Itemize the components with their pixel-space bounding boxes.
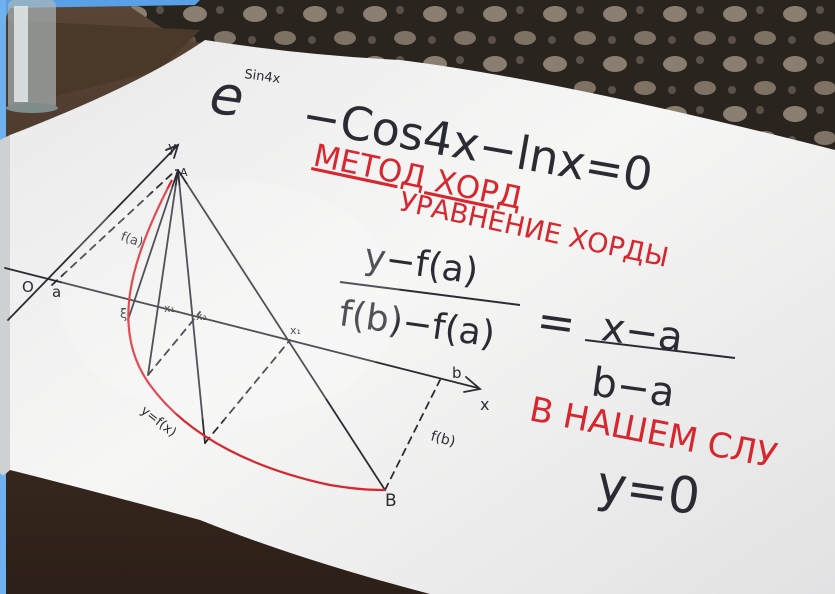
dash-x3 bbox=[204, 339, 291, 444]
label-a-point: A bbox=[180, 166, 188, 179]
label-a-axis: a bbox=[52, 283, 61, 301]
formula-right-denominator: b−a bbox=[589, 359, 678, 416]
red-function-curve bbox=[127, 179, 386, 492]
label-b-axis: b bbox=[452, 364, 462, 382]
formula-left-bar bbox=[339, 281, 521, 306]
paper-sheet bbox=[10, 40, 835, 594]
fb-dashed-line bbox=[384, 379, 441, 491]
chord-a-x1 bbox=[147, 169, 179, 376]
glass-object bbox=[6, 0, 58, 113]
label-x1: x₁ bbox=[164, 302, 175, 315]
chord-a-x2 bbox=[177, 169, 206, 444]
label-x3: x₁ bbox=[290, 324, 301, 337]
x-axis-line bbox=[4, 267, 479, 389]
case-equation: y=0 bbox=[593, 454, 703, 526]
graph bbox=[4, 143, 483, 491]
label-origin: O bbox=[22, 278, 34, 296]
x-axis-arrow bbox=[463, 376, 483, 393]
light-glare bbox=[60, 180, 400, 420]
equation-exponent: Sin4x bbox=[243, 67, 281, 87]
chord-a-b bbox=[177, 169, 386, 491]
paper-edge bbox=[0, 135, 10, 475]
dash-x2 bbox=[147, 311, 201, 376]
chord-a-curve bbox=[127, 169, 179, 321]
fa-dashed-line bbox=[51, 169, 177, 286]
label-x2: x₂ bbox=[196, 310, 207, 323]
label-x: x bbox=[480, 395, 489, 414]
label-xi: ξ bbox=[120, 307, 127, 322]
formula-right-bar bbox=[584, 339, 736, 359]
label-fb: f(b) bbox=[429, 428, 457, 450]
y-axis-arrow bbox=[165, 143, 180, 159]
label-y: y bbox=[168, 140, 176, 156]
formula-right-numerator: x−a bbox=[599, 304, 686, 361]
label-b-point: B bbox=[385, 491, 397, 511]
formula-equals: = bbox=[533, 292, 579, 351]
label-fa: f(a) bbox=[119, 230, 145, 251]
y-axis-line bbox=[7, 144, 179, 321]
